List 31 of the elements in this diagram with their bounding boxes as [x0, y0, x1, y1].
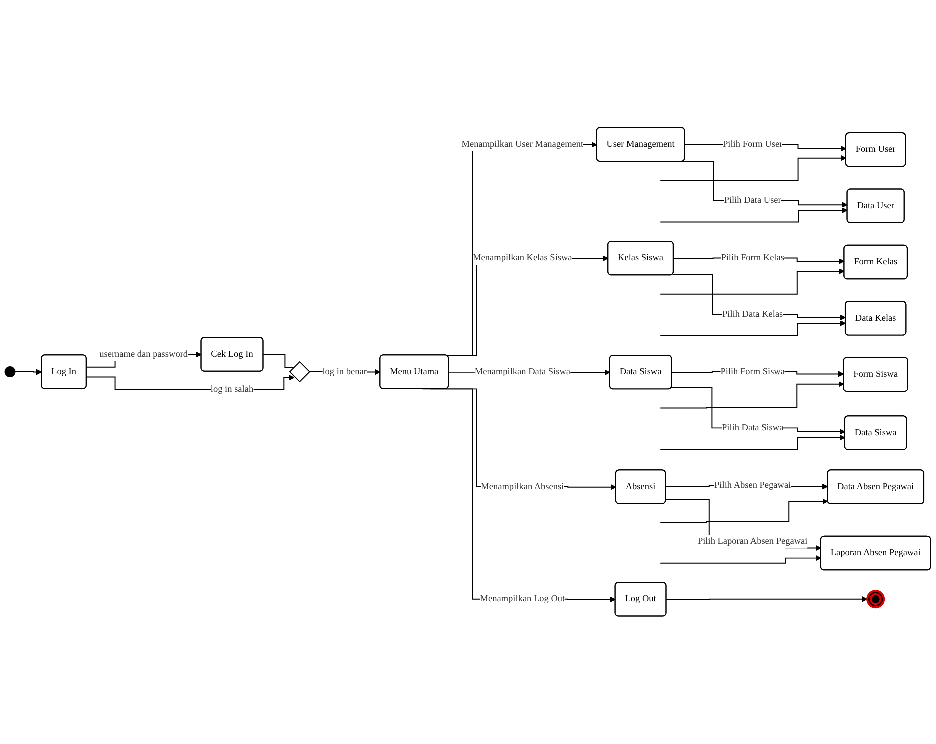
edge-label: Menampilkan Log Out	[480, 594, 566, 604]
arrow	[660, 434, 846, 450]
arrow	[660, 320, 846, 336]
edge-label: Pilih Absen Pegawai	[714, 480, 792, 491]
arrow	[666, 596, 868, 602]
arrow	[660, 155, 847, 182]
edge-label: Menampilkan Kelas Siswa	[473, 253, 572, 264]
arrow	[660, 555, 822, 564]
edge-label: Menampilkan Data Siswa	[474, 367, 570, 378]
arrow	[660, 208, 848, 223]
arrow	[674, 161, 848, 208]
arrow	[660, 498, 828, 524]
edge-label: Pilih Data Kelas	[722, 310, 784, 320]
edge-label: Pilih Form Kelas	[721, 253, 784, 264]
edge-label: Menampilkan Absensi	[481, 482, 564, 492]
arrow	[660, 268, 845, 295]
connector	[263, 354, 294, 368]
edge-label: username dan password	[100, 350, 188, 360]
arrow	[14, 369, 42, 376]
node-circle	[4, 366, 16, 378]
edge-label: log in salah	[210, 384, 254, 394]
edge-label: Pilih Data Siswa	[722, 423, 784, 434]
edge-label: log in benar	[322, 367, 367, 377]
edge-label: Pilih Form Siswa	[720, 367, 785, 377]
edge-label: Menampilkan User Management	[462, 140, 584, 150]
node-circle	[866, 590, 886, 609]
node-diamond	[289, 361, 311, 383]
arrow	[660, 381, 844, 409]
edge-label: Pilih Laporan Absen Pegawai	[698, 536, 808, 547]
edge-label: Pilih Data User	[724, 196, 782, 206]
edge-label: Pilih Form User	[723, 140, 783, 150]
